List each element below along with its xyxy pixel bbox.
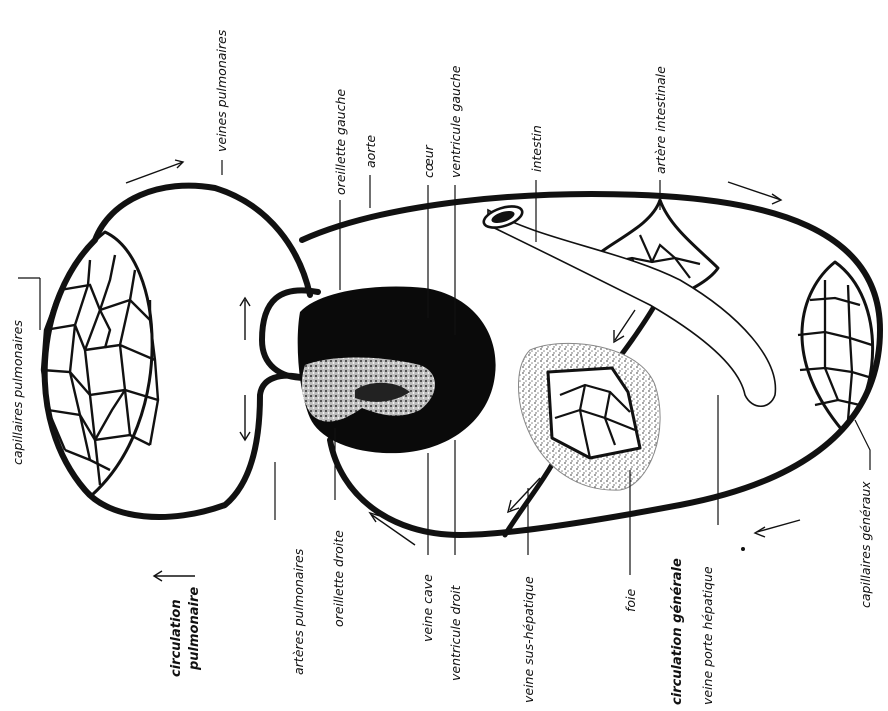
label-aorte: aorte	[363, 135, 378, 168]
liver	[518, 343, 660, 490]
label-veine-cave: veine cave	[420, 574, 435, 642]
label-oreillette-droite: oreillette droite	[331, 530, 346, 627]
label-circulation-pulmonaire-1: circulation	[169, 599, 184, 677]
label-foie: foie	[623, 588, 638, 612]
pulmonary-circuit	[42, 186, 318, 517]
label-veine-sus-hepatique: veine sus-hépatique	[521, 576, 536, 703]
label-circulation-pulmonaire-2: pulmonaire	[187, 587, 202, 671]
label-artere-intestinale: artère intestinale	[653, 66, 668, 174]
label-veines-pulmonaires: veines pulmonaires	[214, 29, 229, 152]
label-coeur: cœur	[421, 144, 436, 178]
label-arteres-pulmonaires: artères pulmonaires	[291, 548, 306, 675]
label-capillaires-generaux: capillaires généraux	[858, 481, 873, 608]
ink-dot	[741, 547, 745, 551]
label-ventricule-droit: ventricule droit	[448, 584, 463, 681]
label-veine-porte-hepatique: veine porte hépatique	[700, 566, 715, 705]
heart	[298, 286, 496, 453]
label-circulation-generale: circulation générale	[670, 558, 685, 705]
label-intestin: intestin	[529, 125, 544, 172]
label-ventricule-gauche: ventricule gauche	[448, 65, 463, 178]
label-capillaires-pulmonaires: capillaires pulmonaires	[10, 320, 25, 465]
label-oreillette-gauche: oreillette gauche	[333, 89, 348, 195]
